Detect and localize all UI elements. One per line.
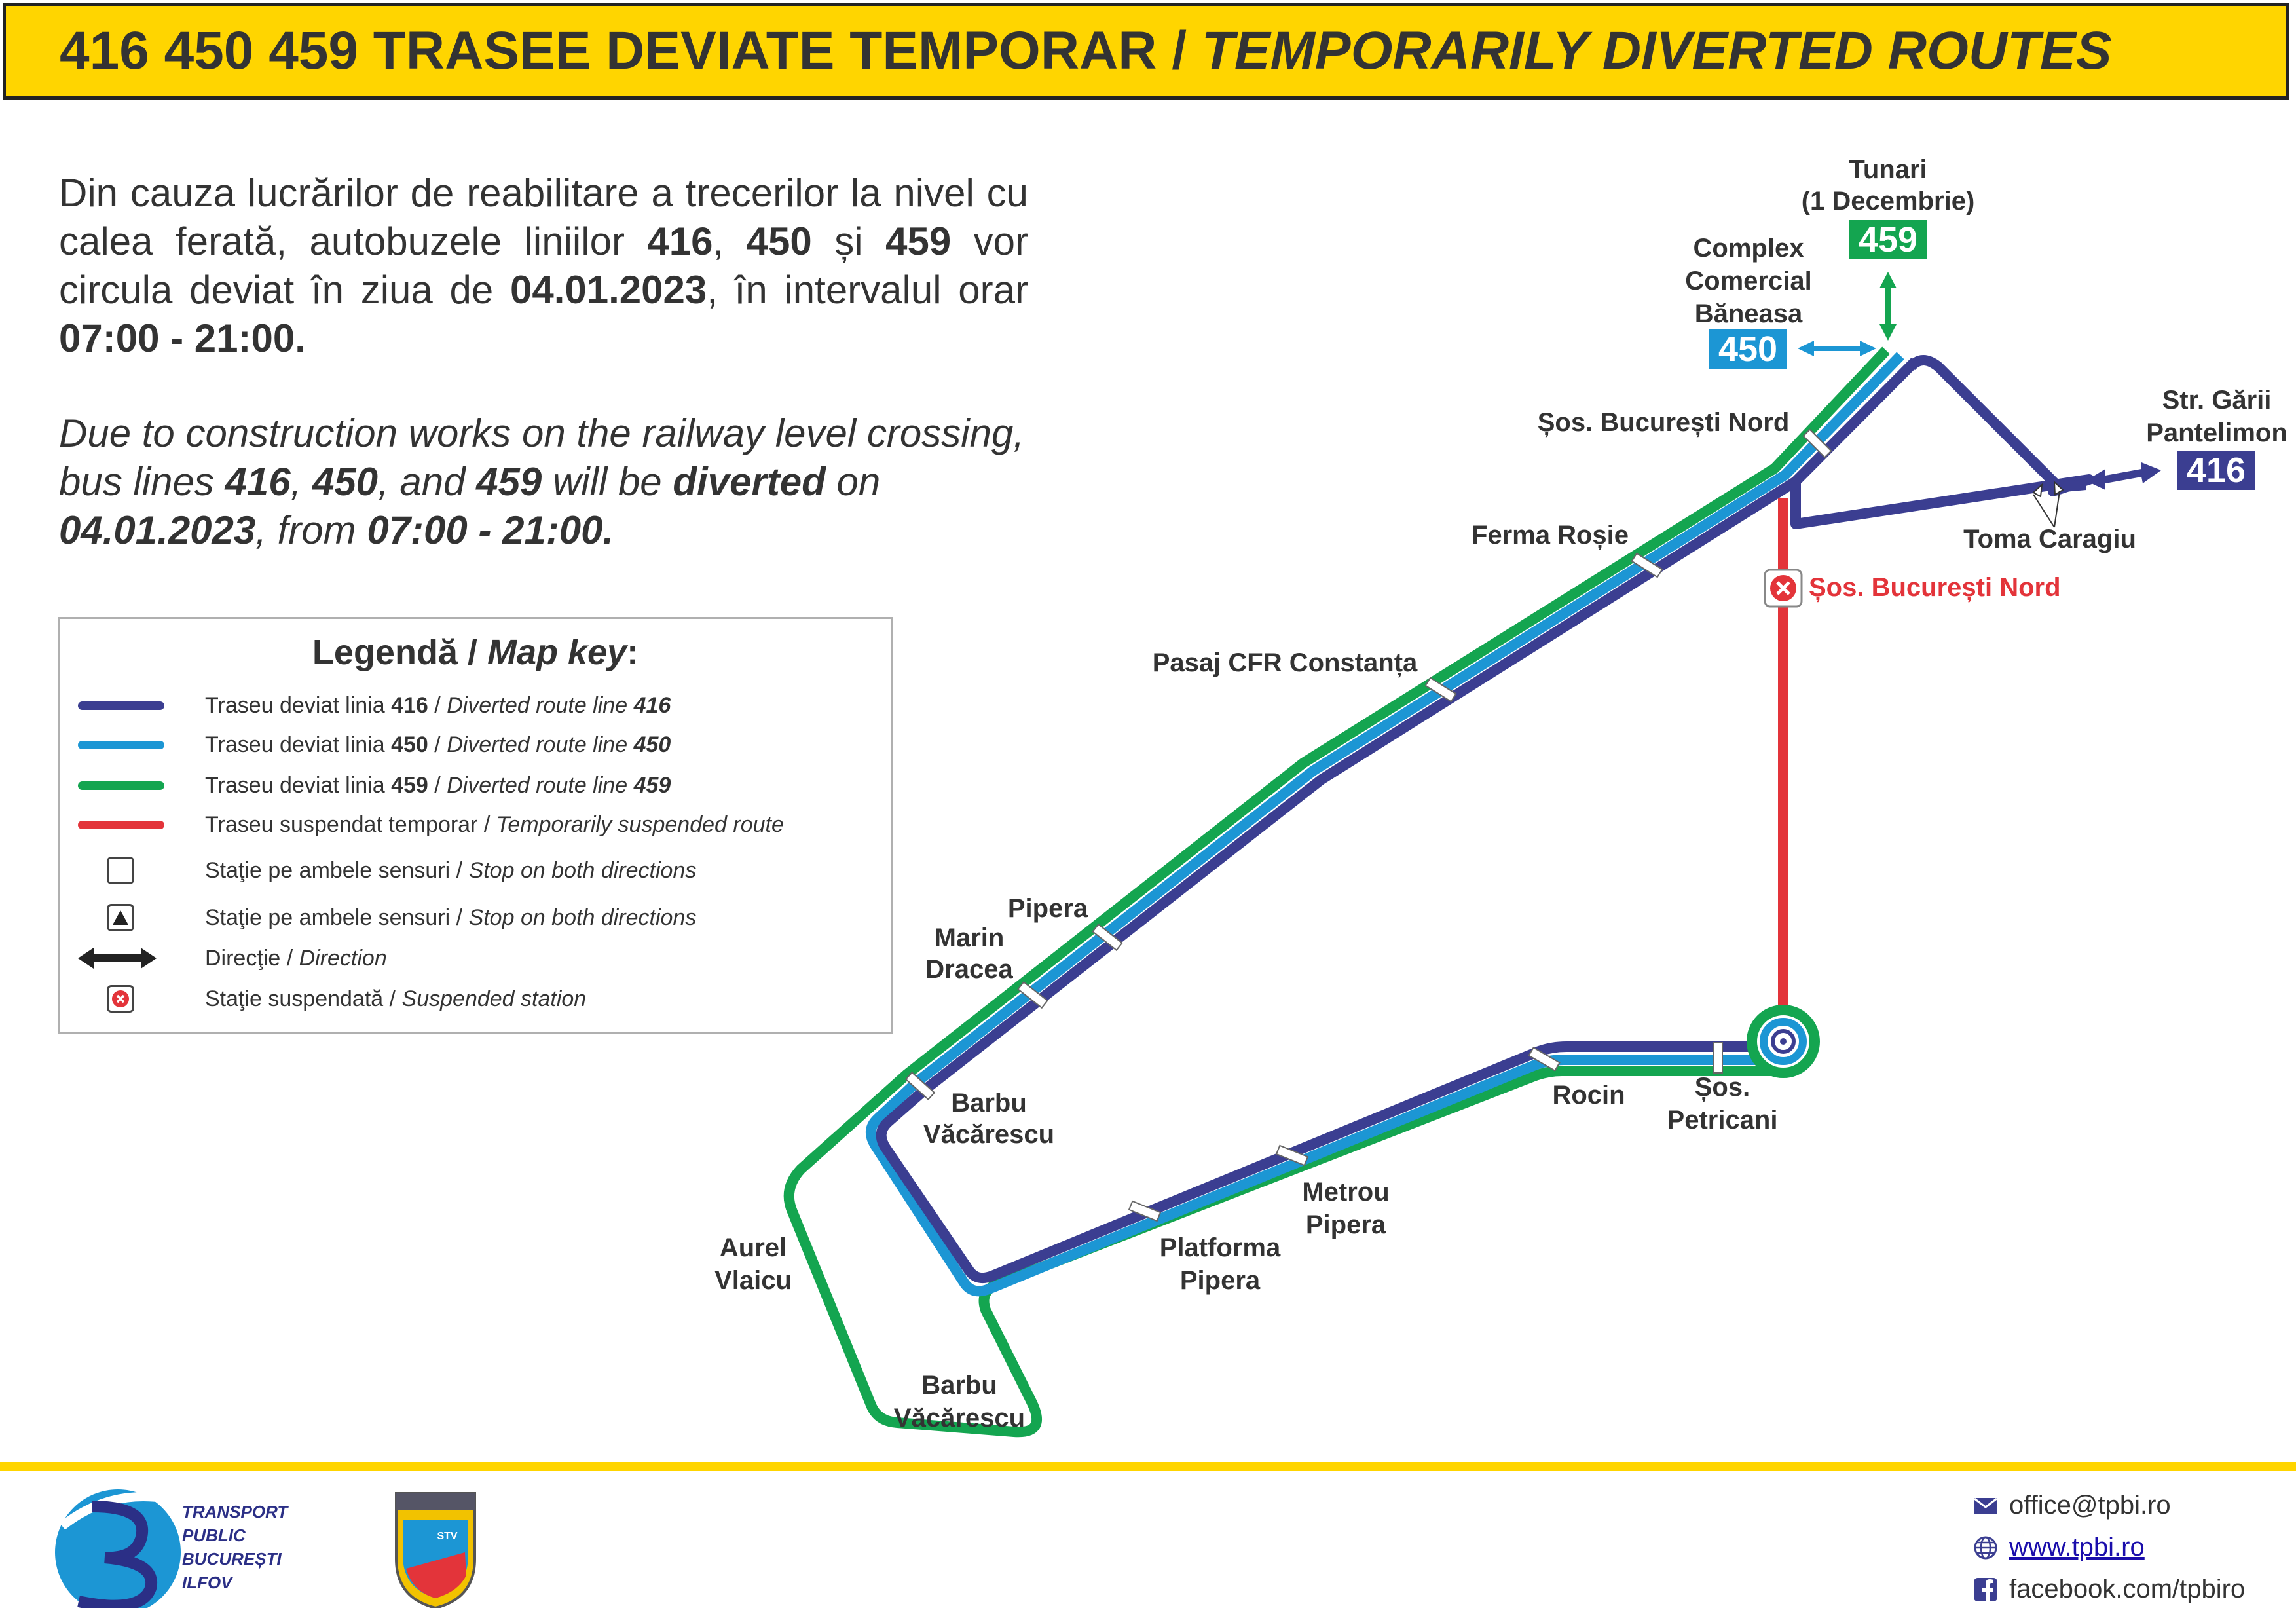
suspended-station-icon — [107, 985, 134, 1013]
label-barbu-vacarescu-1: Barbu — [951, 1089, 1027, 1117]
contact-facebook: facebook.com/tpbiro — [1972, 1575, 2245, 1604]
badge-459-label: 459 — [1859, 220, 1917, 259]
legend-title: Legendă / Map key: — [312, 633, 639, 672]
label-platforma-pipera: Pipera — [1180, 1266, 1261, 1295]
stop-triangle-toma-caragiu — [2032, 483, 2043, 498]
label-tunari: Tunari — [1849, 155, 1927, 184]
legend-item-416: Traseu deviat linia 416 / Diverted route… — [78, 686, 671, 725]
map-legend: Legendă / Map key: Traseu deviat linia 4… — [58, 617, 893, 1034]
stv-crest: STV — [395, 1492, 476, 1608]
badge-416-label: 416 — [2187, 451, 2246, 490]
contact-web: www.tpbi.ro — [1972, 1533, 2145, 1562]
direction-arrow-icon — [78, 948, 157, 969]
label-barbu-vacarescu-1b: Văcărescu — [923, 1120, 1054, 1149]
label-vlaicu: Vlaicu — [714, 1266, 792, 1295]
label-marin: Marin — [935, 924, 1005, 952]
globe-icon — [1974, 1536, 1997, 1559]
legend-item-stop: Staţie pe ambele sensuri / Stop on both … — [78, 851, 696, 890]
label-pantelimon: Pantelimon — [2146, 419, 2287, 447]
page-title: 416 450 459 TRASEE DEVIATE TEMPORAR / TE… — [60, 20, 2111, 82]
label-toma-caragiu: Toma Caragiu — [1963, 525, 2136, 553]
intro-romanian: Din cauza lucrărilor de reabilitare a tr… — [59, 171, 1029, 360]
website-link[interactable]: www.tpbi.ro — [2009, 1533, 2145, 1561]
badge-416 — [2177, 451, 2255, 490]
label-tunari-sub: (1 Decembrie) — [1802, 187, 1975, 215]
label-metrou: Metrou — [1302, 1178, 1389, 1206]
label-pasaj-cfr: Pasaj CFR Constanța — [1153, 648, 1418, 677]
legend-item-suspended: Traseu suspendat temporar / Temporarily … — [78, 805, 784, 844]
email-text[interactable]: office@tpbi.ro — [2009, 1491, 2171, 1520]
email-icon — [1974, 1497, 1997, 1514]
label-baneasa: Băneasa — [1695, 299, 1803, 328]
direction-arrow-450 — [1798, 341, 1876, 356]
legend-item-suspended-station: Staţie suspendată / Suspended station — [78, 979, 586, 1019]
stop-box-icon — [107, 857, 134, 884]
label-rocin: Rocin — [1552, 1081, 1625, 1110]
title-english: TEMPORARILY DIVERTED ROUTES — [1201, 21, 2112, 81]
label-str-garii: Str. Gării — [2162, 386, 2272, 415]
legend-item-stop-triangle: Staţie pe ambele sensuri / Stop on both … — [78, 898, 696, 937]
suspended-station-map-icon — [1764, 569, 1803, 608]
label-sos: Șos. — [1695, 1073, 1750, 1102]
badge-450 — [1709, 329, 1787, 369]
footer-divider — [0, 1462, 2296, 1471]
label-comercial: Comercial — [1685, 267, 1811, 295]
label-barbu-vacarescu-2b: Văcărescu — [894, 1404, 1025, 1432]
tpbi-wordmark: TRANSPORT PUBLIC BUCUREȘTI ILFOV — [182, 1502, 288, 1592]
line-459-swatch — [78, 781, 164, 790]
badge-450-label: 450 — [1718, 329, 1777, 369]
label-ferma-rosie: Ferma Roșie — [1472, 521, 1629, 550]
direction-arrow-416 — [2086, 462, 2161, 490]
direction-arrow-459 — [1879, 272, 1897, 341]
route-416-line — [876, 358, 1919, 1284]
legend-item-450: Traseu deviat linia 450 / Diverted route… — [78, 725, 671, 764]
legend-item-459: Traseu deviat linia 459 / Diverted route… — [78, 766, 671, 805]
label-complex: Complex — [1694, 234, 1804, 263]
route-459-line — [783, 346, 1890, 1438]
suspended-route-swatch — [78, 820, 164, 829]
line-450-swatch — [78, 740, 164, 749]
header-banner: 416 450 459 TRASEE DEVIATE TEMPORAR / TE… — [3, 3, 2289, 100]
label-sos-bucuresti-nord: Șos. București Nord — [1538, 408, 1790, 437]
intro-english: Due to construction works on the railway… — [59, 411, 1024, 552]
stop-markers — [904, 428, 1832, 1222]
stop-triangle-icon — [107, 904, 134, 931]
label-pipera: Pipera — [1008, 894, 1088, 923]
label-sos-bucuresti-nord-suspended: Șos. București Nord — [1809, 573, 2061, 602]
legend-item-direction: Direcţie / Direction — [78, 939, 387, 978]
label-platforma: Platforma — [1160, 1233, 1281, 1262]
route-450-line — [866, 352, 1904, 1297]
facebook-text[interactable]: facebook.com/tpbiro — [2009, 1575, 2246, 1603]
line-416-swatch — [78, 701, 164, 710]
tpbi-logo — [55, 1489, 181, 1608]
stv-label: STV — [437, 1531, 457, 1542]
facebook-icon — [1974, 1577, 1997, 1601]
contact-email: office@tpbi.ro — [1972, 1491, 2171, 1520]
title-romanian: 416 450 459 TRASEE DEVIATE TEMPORAR / — [60, 21, 1187, 81]
label-dracea: Dracea — [925, 955, 1013, 984]
label-aurel: Aurel — [720, 1233, 787, 1262]
label-metrou-pipera: Pipera — [1306, 1210, 1386, 1239]
badge-459 — [1849, 220, 1927, 259]
label-barbu-vacarescu-2: Barbu — [921, 1371, 997, 1400]
label-petricani: Petricani — [1667, 1106, 1778, 1134]
